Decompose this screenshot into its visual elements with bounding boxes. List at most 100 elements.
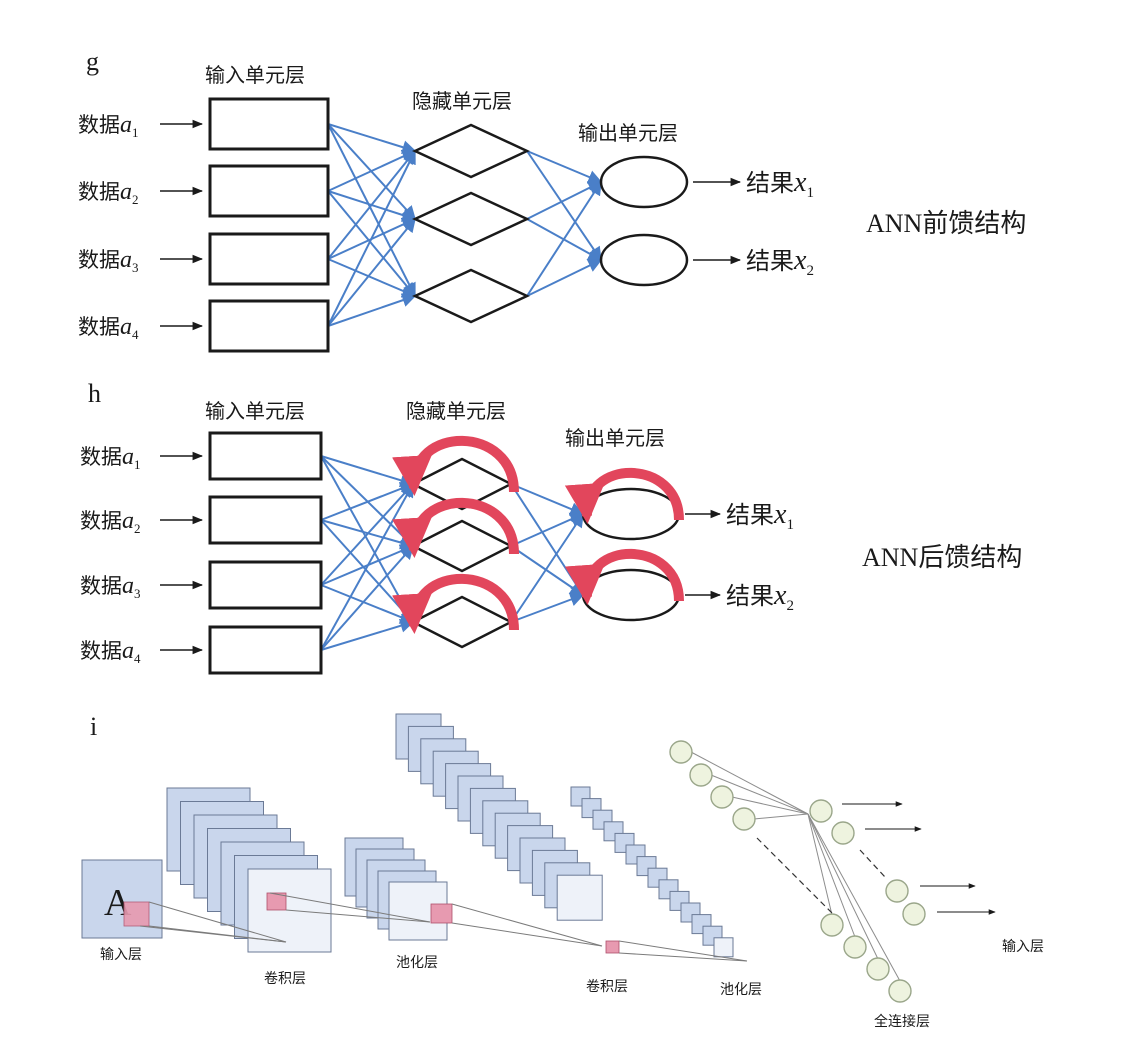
input-unit-2 xyxy=(208,164,330,218)
connection-line xyxy=(510,483,584,597)
pool1-label: 池化层 xyxy=(396,955,438,971)
panel-g-connections xyxy=(327,123,603,327)
input-label-var: a xyxy=(122,638,134,664)
fc-node xyxy=(866,957,890,981)
panel-h-hidden-units xyxy=(410,457,514,649)
fc-node xyxy=(710,785,734,809)
input-data-label: 数据a2 xyxy=(80,508,141,536)
conv2-label: 卷积层 xyxy=(586,979,628,995)
panel-h-label: h xyxy=(88,379,101,408)
projection-line xyxy=(451,922,603,947)
panel-i: i A 输入层 卷积层 池化层 卷积层 池化层 全连接层 输入层 xyxy=(81,712,1044,1030)
output-result-label: 结果x2 xyxy=(746,245,814,279)
panel-g-hidden-layer-label: 隐藏单元层 xyxy=(412,89,512,113)
fc-node xyxy=(809,799,833,823)
fc-dashed-link xyxy=(756,837,833,914)
input-label-prefix: 数据 xyxy=(80,639,122,663)
output-unit-2 xyxy=(599,233,689,287)
input-label-prefix: 数据 xyxy=(80,445,122,469)
input-data-label: 数据a1 xyxy=(80,444,141,472)
output-label-var: x xyxy=(773,580,787,611)
connection-line xyxy=(327,217,416,327)
input-label-sub: 1 xyxy=(134,457,141,472)
receptive-field-lines xyxy=(139,892,748,962)
connection-line xyxy=(320,584,415,624)
fc-link xyxy=(807,813,833,916)
connection-line xyxy=(327,258,417,298)
output-unit-1 xyxy=(599,155,689,209)
panel-g-input-layer-label: 输入单元层 xyxy=(205,63,305,87)
projection-line xyxy=(148,901,287,943)
input-label-prefix: 数据 xyxy=(78,248,120,272)
connection-line xyxy=(510,512,584,623)
output-feedback-arrow xyxy=(564,468,684,524)
input-unit-2 xyxy=(208,495,323,545)
output-unit-2 xyxy=(581,568,681,622)
connection-line xyxy=(510,545,585,596)
fc-node xyxy=(820,913,844,937)
fc-link xyxy=(753,813,809,820)
hidden-unit-1 xyxy=(412,123,530,179)
output-unit-1 xyxy=(581,487,681,541)
output-label-prefix: 结果 xyxy=(746,169,794,197)
hidden-unit-2 xyxy=(410,519,514,573)
input-data-label: 数据a2 xyxy=(78,179,139,207)
fc-link xyxy=(690,751,809,815)
fc-link xyxy=(807,813,856,938)
hidden-feedback-arrow xyxy=(392,497,519,558)
panel-h-input-units xyxy=(208,431,323,675)
input-data-label: 数据a4 xyxy=(80,638,141,666)
fc-node xyxy=(843,935,867,959)
output-feedback-arrow xyxy=(564,549,684,605)
output-label-sub: 2 xyxy=(786,598,794,614)
fc-link xyxy=(807,813,901,982)
input-kernel xyxy=(123,901,150,927)
panel-g-output-units xyxy=(599,155,689,287)
connection-line xyxy=(320,544,414,651)
input-label-var: a xyxy=(122,444,134,470)
output-side-label: 输入层 xyxy=(1002,939,1044,955)
connection-line xyxy=(526,150,602,262)
output-label-var: x xyxy=(793,167,807,198)
fc-link xyxy=(807,813,879,960)
pool1-kernel xyxy=(430,903,453,924)
fc-node xyxy=(689,763,713,787)
input-unit-1 xyxy=(208,97,330,151)
projection-line xyxy=(285,909,431,923)
hidden-feedback-arrow xyxy=(392,435,519,496)
fc-node xyxy=(732,807,756,831)
projection-line xyxy=(618,952,748,962)
input-label-var: a xyxy=(120,247,132,273)
input-unit-4 xyxy=(208,625,323,675)
projection-line xyxy=(139,925,287,943)
output-label-prefix: 结果 xyxy=(746,247,794,275)
input-label-var: a xyxy=(120,112,132,138)
fully-connected-network xyxy=(669,740,996,1003)
input-layer-label: 输入层 xyxy=(100,947,142,963)
input-unit-4 xyxy=(208,299,330,353)
output-label-sub: 2 xyxy=(806,263,814,279)
fc-link xyxy=(710,774,809,815)
input-label-sub: 2 xyxy=(132,192,139,207)
fc-node xyxy=(885,879,909,903)
connection-line xyxy=(320,482,414,586)
panel-i-label: i xyxy=(90,712,97,741)
output-label-var: x xyxy=(773,499,787,530)
output-label-sub: 1 xyxy=(786,517,794,533)
output-label-prefix: 结果 xyxy=(726,501,774,529)
input-label-var: a xyxy=(122,573,134,599)
hidden-unit-2 xyxy=(412,191,530,247)
input-label-prefix: 数据 xyxy=(78,315,120,339)
input-label-var: a xyxy=(120,179,132,205)
panel-h-feedback-arrows xyxy=(392,435,684,634)
input-label-prefix: 数据 xyxy=(78,180,120,204)
input-label-sub: 4 xyxy=(134,651,141,666)
input-label-sub: 4 xyxy=(132,327,139,342)
output-result-label: 结果x1 xyxy=(726,499,794,533)
connection-line xyxy=(327,190,416,298)
